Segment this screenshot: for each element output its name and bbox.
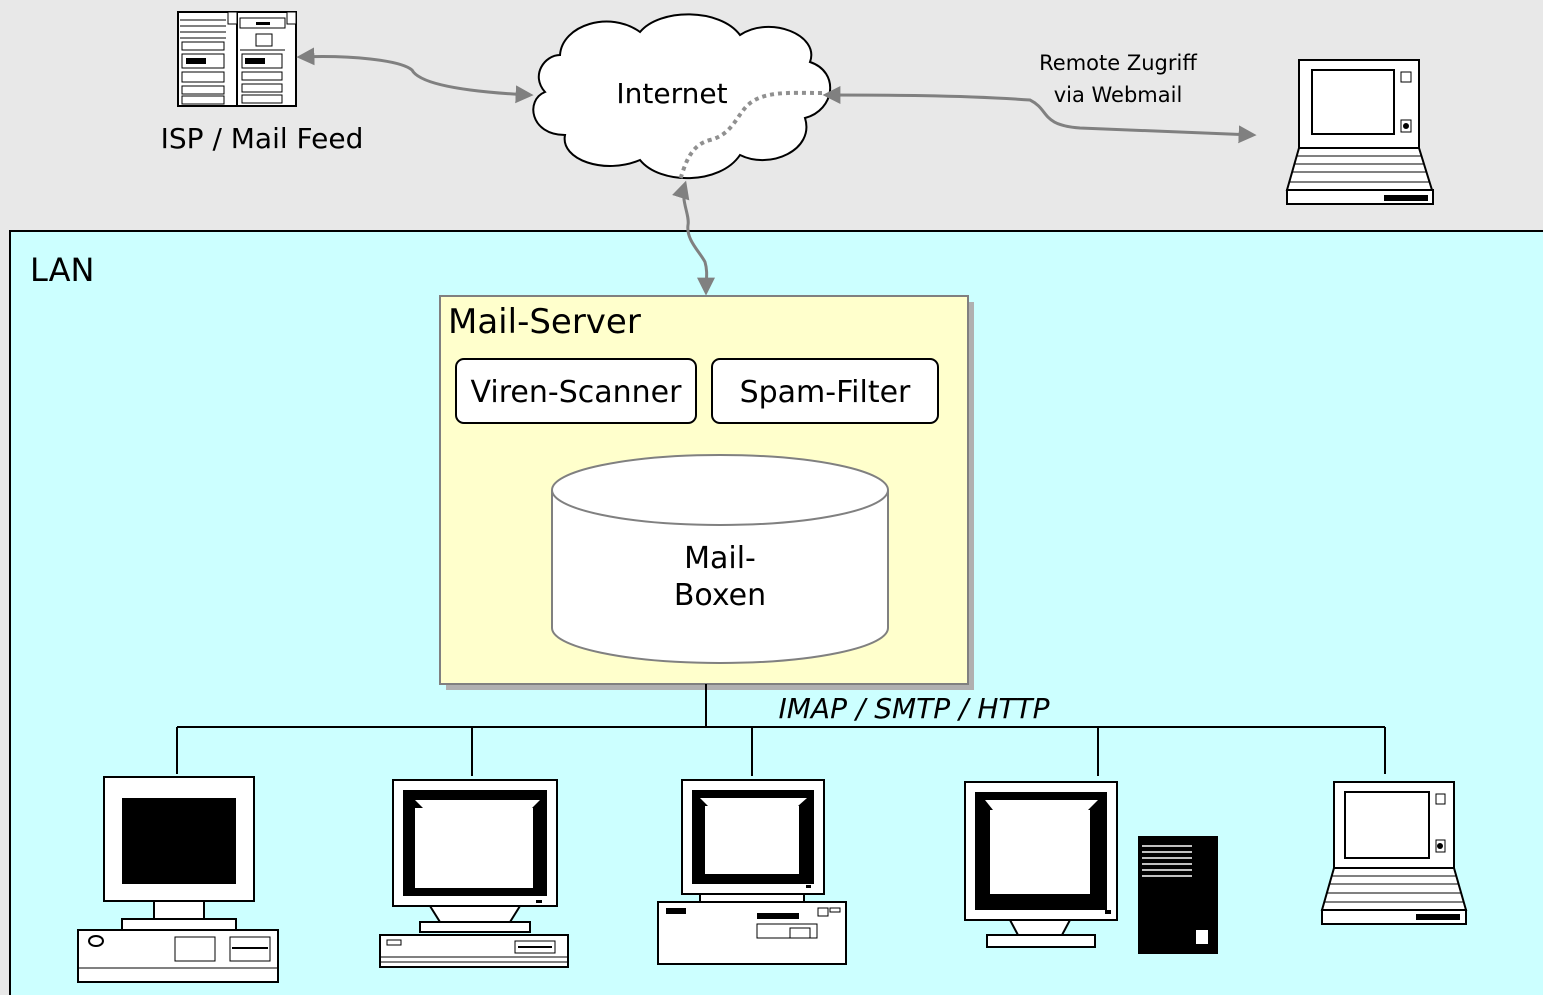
protocols-label: IMAP / SMTP / HTTP xyxy=(779,692,1050,725)
internet-label: Internet xyxy=(616,77,727,110)
network-bus xyxy=(176,684,1386,776)
lan-label: LAN xyxy=(30,251,94,289)
mail-server-title: Mail-Server xyxy=(448,302,641,342)
server-rack-icon xyxy=(177,11,297,107)
viren-scanner-label: Viren-Scanner xyxy=(471,375,683,410)
desktop-computer-icon xyxy=(964,781,1118,948)
laptop-icon xyxy=(1285,59,1434,205)
mailbox-label-line1: Mail- xyxy=(684,541,756,576)
desktop-computer-icon xyxy=(77,776,279,983)
mailbox-label-line2: Boxen xyxy=(674,578,766,613)
desktop-computer-icon xyxy=(379,779,569,968)
isp-internet-arrow xyxy=(296,47,534,104)
desktop-computer-icon xyxy=(657,779,847,965)
remote-label-line1: Remote Zugriff xyxy=(1039,51,1197,75)
tunnel-path xyxy=(678,90,823,181)
remote-label-line2: via Webmail xyxy=(1054,83,1183,107)
internet-server-arrow xyxy=(672,180,716,296)
viren-scanner-box xyxy=(455,358,697,424)
tower-computer-icon xyxy=(1138,836,1218,954)
laptop-icon xyxy=(1320,781,1468,925)
spam-filter-label: Spam-Filter xyxy=(740,375,911,410)
spam-filter-box xyxy=(711,358,939,424)
cloud-icon xyxy=(532,13,832,180)
mailbox-cylinder xyxy=(551,454,889,664)
internet-remote-arrow xyxy=(822,86,1257,144)
isp-label: ISP / Mail Feed xyxy=(161,122,364,155)
